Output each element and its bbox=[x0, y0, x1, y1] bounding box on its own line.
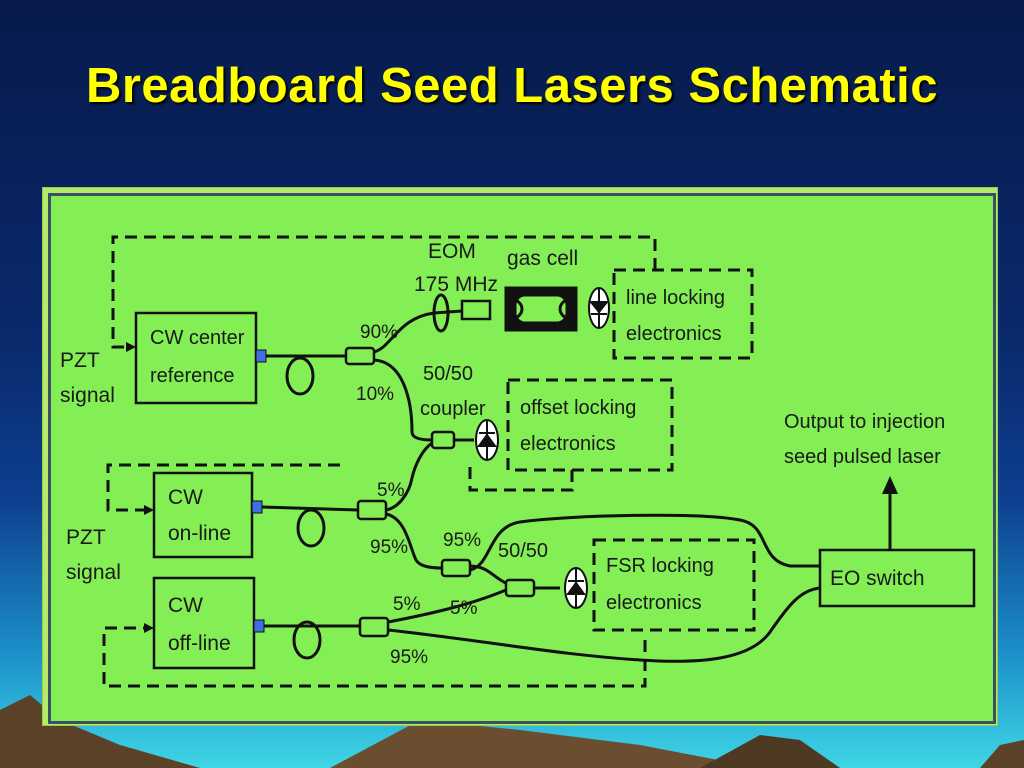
pzt-label-top-line2: signal bbox=[60, 384, 115, 407]
split-90: 90% bbox=[360, 322, 398, 343]
cw-center-label: CW center bbox=[150, 327, 245, 349]
cw-center-label-line2: reference bbox=[150, 365, 235, 387]
line-locking-label: line locking bbox=[626, 287, 725, 309]
coupler-fsr-tap bbox=[440, 558, 472, 578]
coupler-center bbox=[344, 346, 376, 366]
cw-online-label: CW bbox=[168, 486, 203, 509]
photodetector-fsr bbox=[564, 567, 588, 609]
output-arrow-head bbox=[882, 476, 898, 494]
split-fsr-95: 95% bbox=[443, 530, 481, 551]
split-offline-5: 5% bbox=[393, 594, 421, 615]
gas-cell-label: gas cell bbox=[507, 247, 578, 270]
feedback-loop-offset bbox=[468, 467, 574, 492]
split-offline-95: 95% bbox=[390, 647, 428, 668]
diagram-panel bbox=[48, 193, 996, 724]
cw-online-laser bbox=[152, 471, 254, 559]
offset-locking-label-line2: electronics bbox=[520, 433, 616, 455]
port-offline bbox=[253, 619, 265, 633]
feedback-loop-online bbox=[106, 463, 340, 512]
fsr-locking-label-line2: electronics bbox=[606, 592, 702, 614]
split-10: 10% bbox=[356, 384, 394, 405]
eom-label: EOM bbox=[428, 240, 476, 263]
coupler-label-line2: coupler bbox=[420, 398, 486, 420]
offset-locking-label: offset locking bbox=[520, 397, 636, 419]
pzt-label-top: PZT bbox=[60, 349, 100, 372]
coupler-offline bbox=[358, 616, 390, 638]
eo-switch-box bbox=[818, 548, 976, 608]
coupler-label: 50/50 bbox=[423, 363, 473, 385]
output-label-line2: seed pulsed laser bbox=[784, 446, 941, 468]
output-label: Output to injection bbox=[784, 411, 945, 433]
split-online-5: 5% bbox=[377, 480, 405, 501]
gas-cell bbox=[504, 286, 578, 332]
offset-locking-box bbox=[506, 378, 674, 472]
fsr-locking-box bbox=[592, 538, 756, 632]
pzt-label-bottom-line2: signal bbox=[66, 561, 121, 584]
split-fsr-5: 5% bbox=[450, 598, 478, 619]
port-center bbox=[255, 349, 267, 363]
eom-modulator bbox=[460, 299, 492, 321]
line-locking-label-line2: electronics bbox=[626, 323, 722, 345]
port-online bbox=[251, 500, 263, 514]
eom-label-line2: 175 MHz bbox=[414, 273, 498, 296]
photodetector-line bbox=[588, 287, 610, 329]
photodetector-offset bbox=[475, 419, 499, 461]
coupler-offset bbox=[430, 430, 456, 450]
pzt-label-bottom: PZT bbox=[66, 526, 106, 549]
cw-offline-label: CW bbox=[168, 594, 203, 617]
fsr-coupler-label: 50/50 bbox=[498, 540, 548, 562]
split-online-95: 95% bbox=[370, 537, 408, 558]
coupler-online bbox=[356, 499, 388, 521]
cw-online-label-line2: on-line bbox=[168, 522, 231, 545]
fsr-locking-label: FSR locking bbox=[606, 555, 714, 577]
eo-switch-label: EO switch bbox=[830, 567, 925, 590]
line-locking-box bbox=[612, 268, 754, 360]
slide-title: Breadboard Seed Lasers Schematic bbox=[85, 59, 939, 113]
feedback-loop-center bbox=[111, 235, 657, 349]
feedback-loop-offline bbox=[102, 626, 647, 688]
cw-offline-label-line2: off-line bbox=[168, 632, 231, 655]
coupler-fsr-5050 bbox=[504, 578, 536, 598]
